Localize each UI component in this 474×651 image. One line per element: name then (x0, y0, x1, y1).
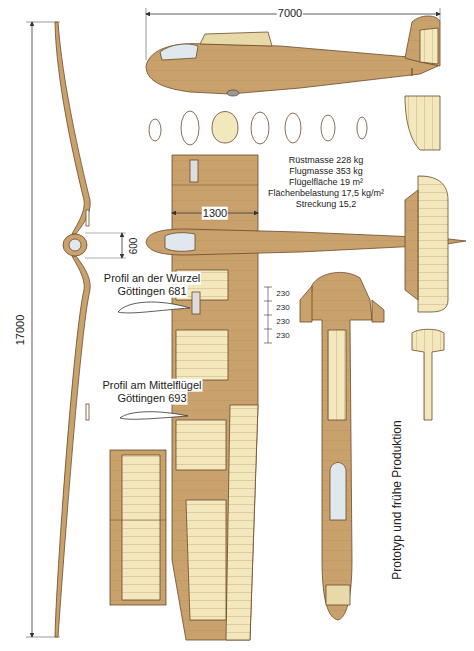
dimension-label: 230 (275, 289, 290, 298)
spec-text: Flugmasse 353 kg (288, 166, 364, 176)
dimension-label: 230 (275, 331, 290, 340)
dimension-label: 1300 (202, 207, 228, 220)
spec-text: Streckung 15,2 (295, 199, 358, 209)
front-view (55, 22, 90, 637)
airfoil-681 (118, 302, 190, 313)
top-view (146, 155, 466, 640)
profile-note: Göttingen 693 (116, 392, 187, 405)
profile-note: Profil am Mittelflügel (101, 379, 202, 392)
profile-note: Göttingen 681 (116, 285, 187, 298)
dimension-label: 600 (128, 237, 140, 256)
wing-detail (110, 450, 166, 605)
side-view (146, 16, 440, 96)
airfoil-693 (120, 412, 188, 420)
fuselage-sections (149, 96, 440, 150)
spec-text: Flügelfläche 19 m² (288, 177, 364, 187)
dimension-label: 230 (275, 303, 290, 312)
lower-view (300, 272, 444, 620)
dimension-label: 230 (275, 317, 290, 326)
spec-text: Flächenbelastung 17,5 kg/m² (267, 188, 385, 198)
note-text: Prototyp und frühe Produktion (391, 419, 405, 580)
profile-note: Profil an der Wurzel (103, 272, 201, 285)
dimension-label: 17000 (14, 314, 27, 347)
spec-text: Rüstmasse 228 kg (288, 155, 365, 165)
dimension-label: 7000 (277, 7, 303, 20)
